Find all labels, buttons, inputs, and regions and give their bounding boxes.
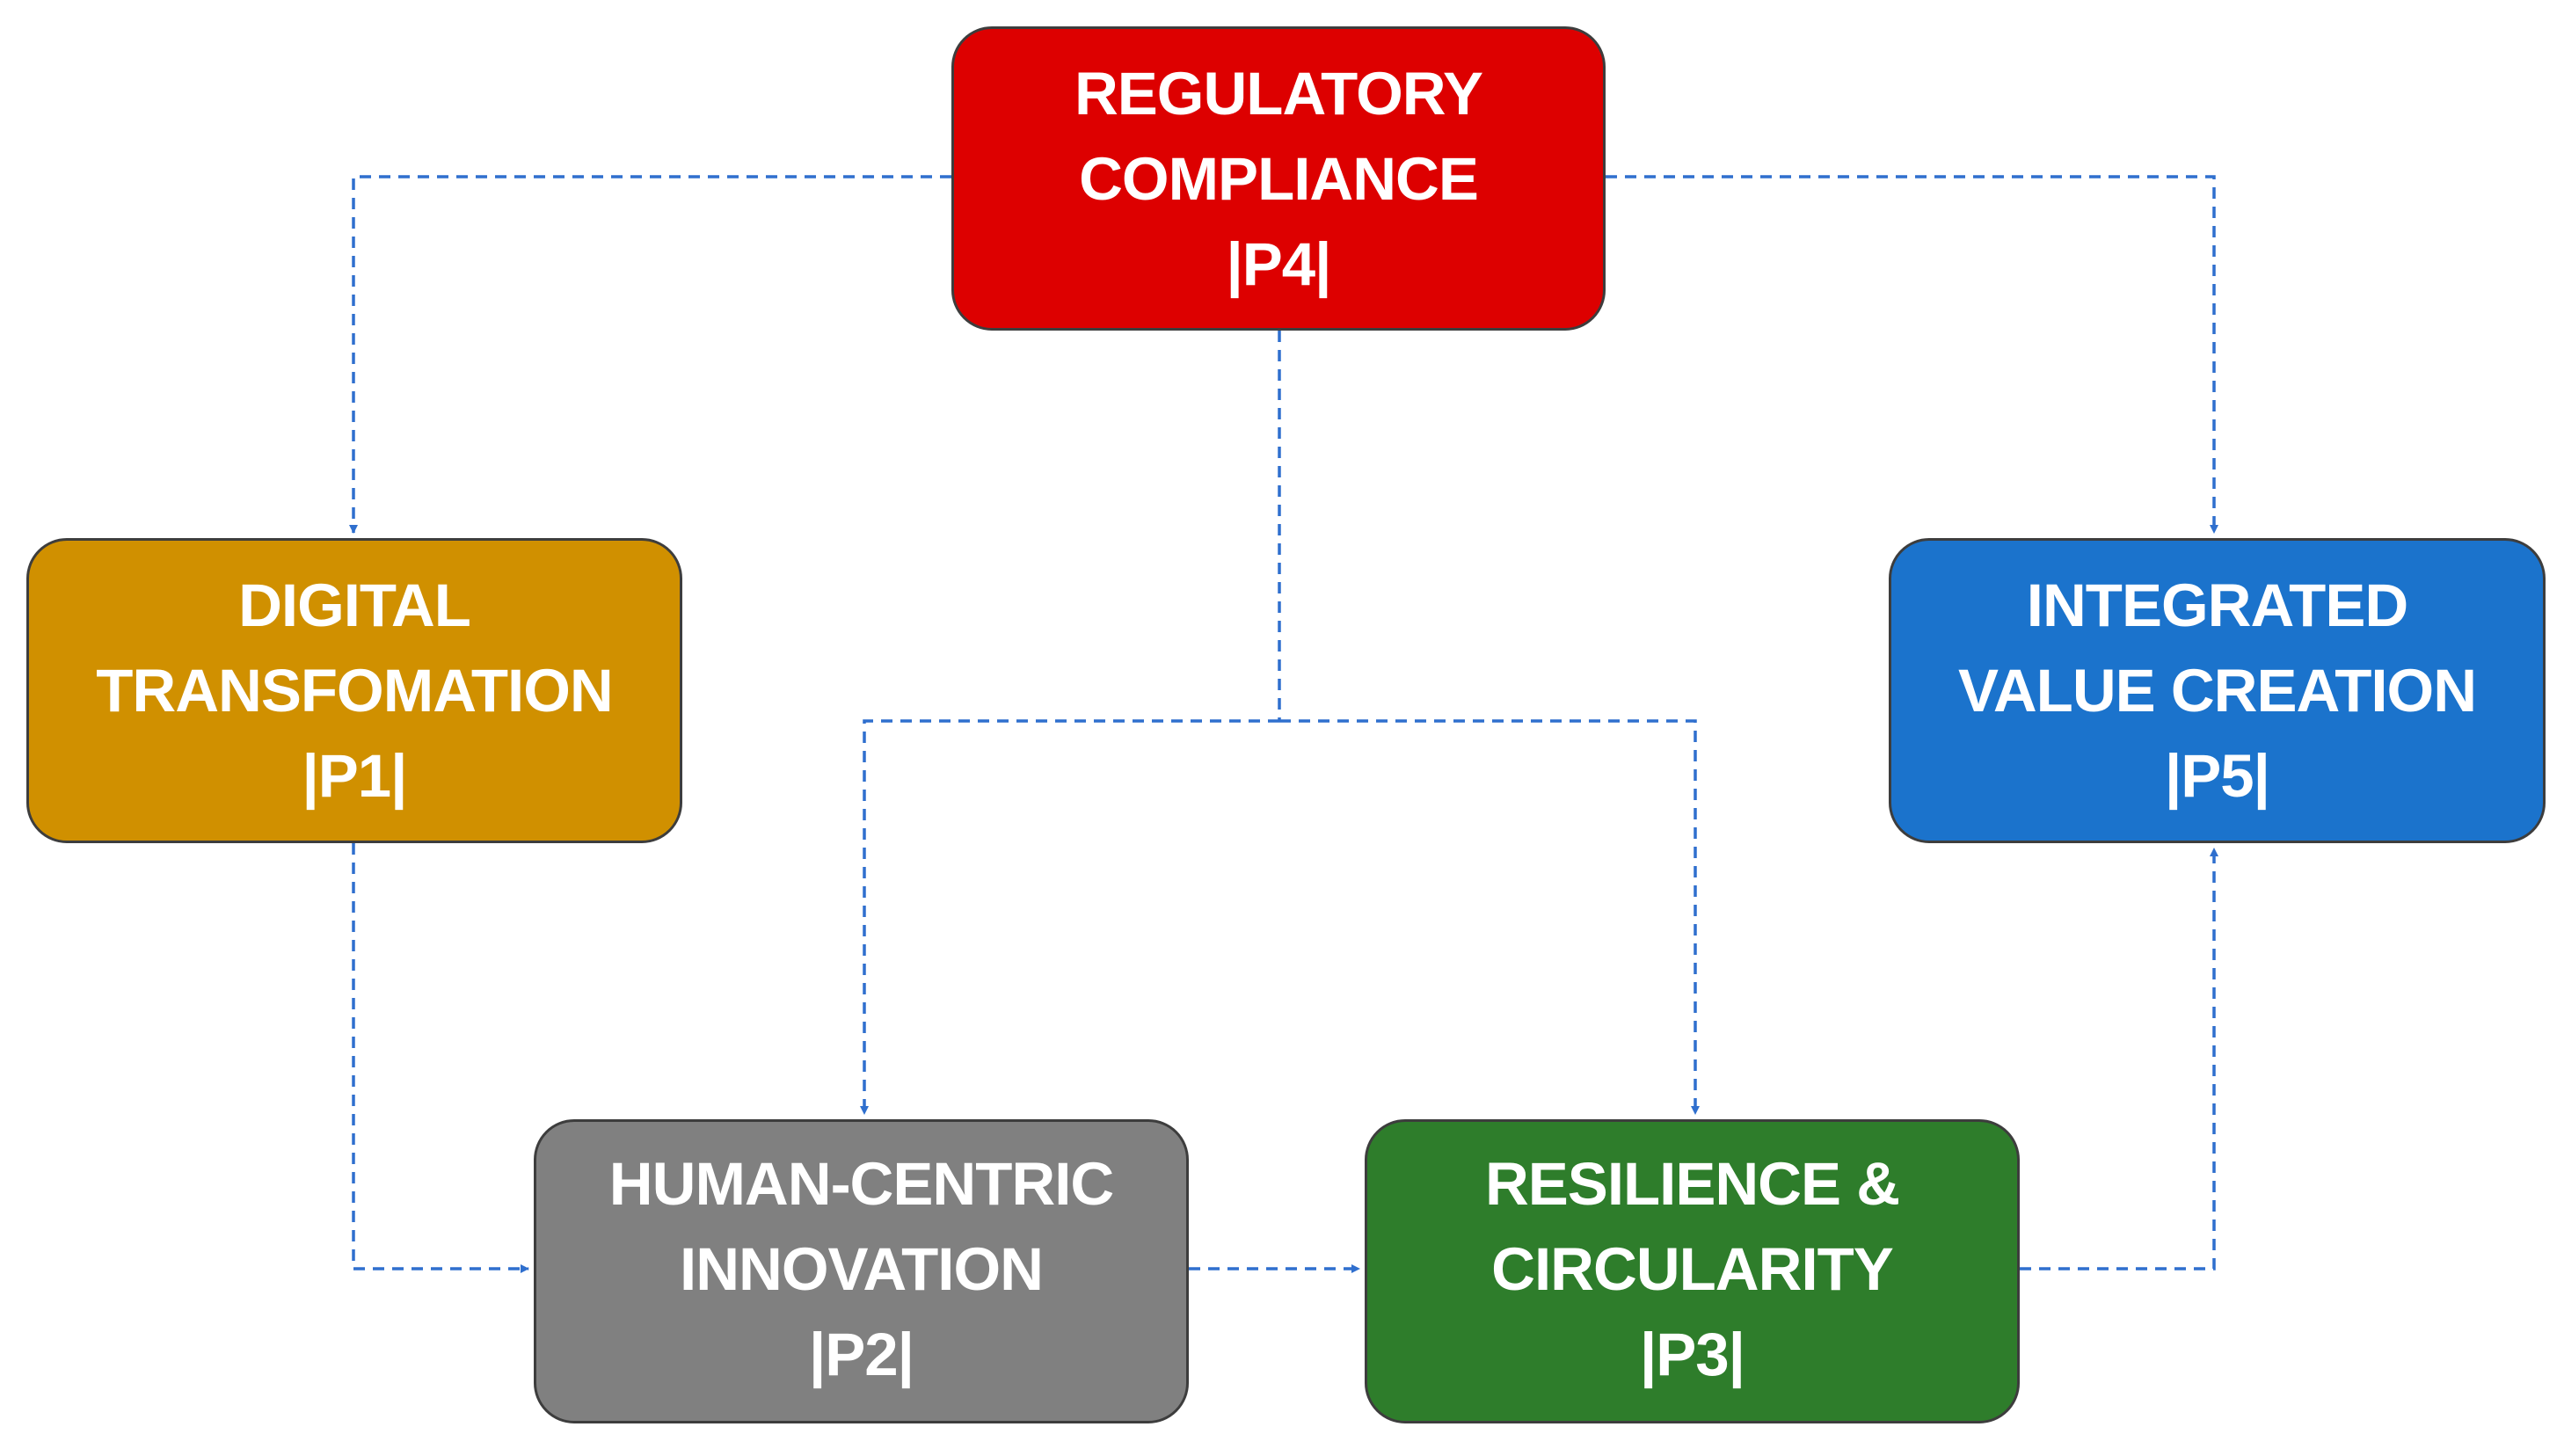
node-label: INTEGRATED VALUE CREATION |P5| xyxy=(1957,563,2477,819)
node-code: |P1| xyxy=(302,742,407,810)
node-code: |P3| xyxy=(1639,1320,1745,1388)
node-label-line1: INTEGRATED xyxy=(2026,571,2408,639)
node-code: |P5| xyxy=(2164,742,2270,810)
node-label-line1: RESILIENCE & xyxy=(1484,1149,1900,1218)
node-resilience-circularity: RESILIENCE & CIRCULARITY |P3| xyxy=(1365,1119,2020,1423)
node-label: DIGITAL TRANSFOMATION |P1| xyxy=(96,563,613,819)
node-digital-transformation: DIGITAL TRANSFOMATION |P1| xyxy=(26,538,682,843)
node-label: RESILIENCE & CIRCULARITY |P3| xyxy=(1484,1141,1900,1397)
node-label-line2: COMPLIANCE xyxy=(1079,144,1479,213)
node-label-line2: TRANSFOMATION xyxy=(96,657,613,724)
connector-p4-to-p3 xyxy=(1279,719,1700,1115)
node-label-line1: REGULATORY xyxy=(1074,59,1483,127)
node-label-line1: HUMAN-CENTRIC xyxy=(608,1149,1114,1218)
connector-p4-to-p5 xyxy=(1606,175,2218,534)
node-label: REGULATORY COMPLIANCE |P4| xyxy=(1074,51,1483,307)
node-integrated-value-creation: INTEGRATED VALUE CREATION |P5| xyxy=(1889,538,2546,843)
connector-p1-to-p2 xyxy=(352,843,529,1273)
node-regulatory-compliance: REGULATORY COMPLIANCE |P4| xyxy=(951,26,1606,331)
node-label-line2: VALUE CREATION xyxy=(1957,657,2477,724)
connector-p3-to-p5 xyxy=(2020,848,2218,1270)
node-code: |P2| xyxy=(808,1320,914,1388)
node-human-centric-innovation: HUMAN-CENTRIC INNOVATION |P2| xyxy=(534,1119,1189,1423)
node-label: HUMAN-CENTRIC INNOVATION |P2| xyxy=(608,1141,1114,1397)
node-label-line1: DIGITAL xyxy=(238,571,471,639)
node-code: |P4| xyxy=(1226,229,1331,298)
connector-p4-to-p1 xyxy=(349,175,951,534)
connector-p4-to-p2 xyxy=(860,719,1279,1115)
node-label-line2: CIRCULARITY xyxy=(1491,1234,1894,1303)
node-label-line2: INNOVATION xyxy=(680,1234,1044,1303)
